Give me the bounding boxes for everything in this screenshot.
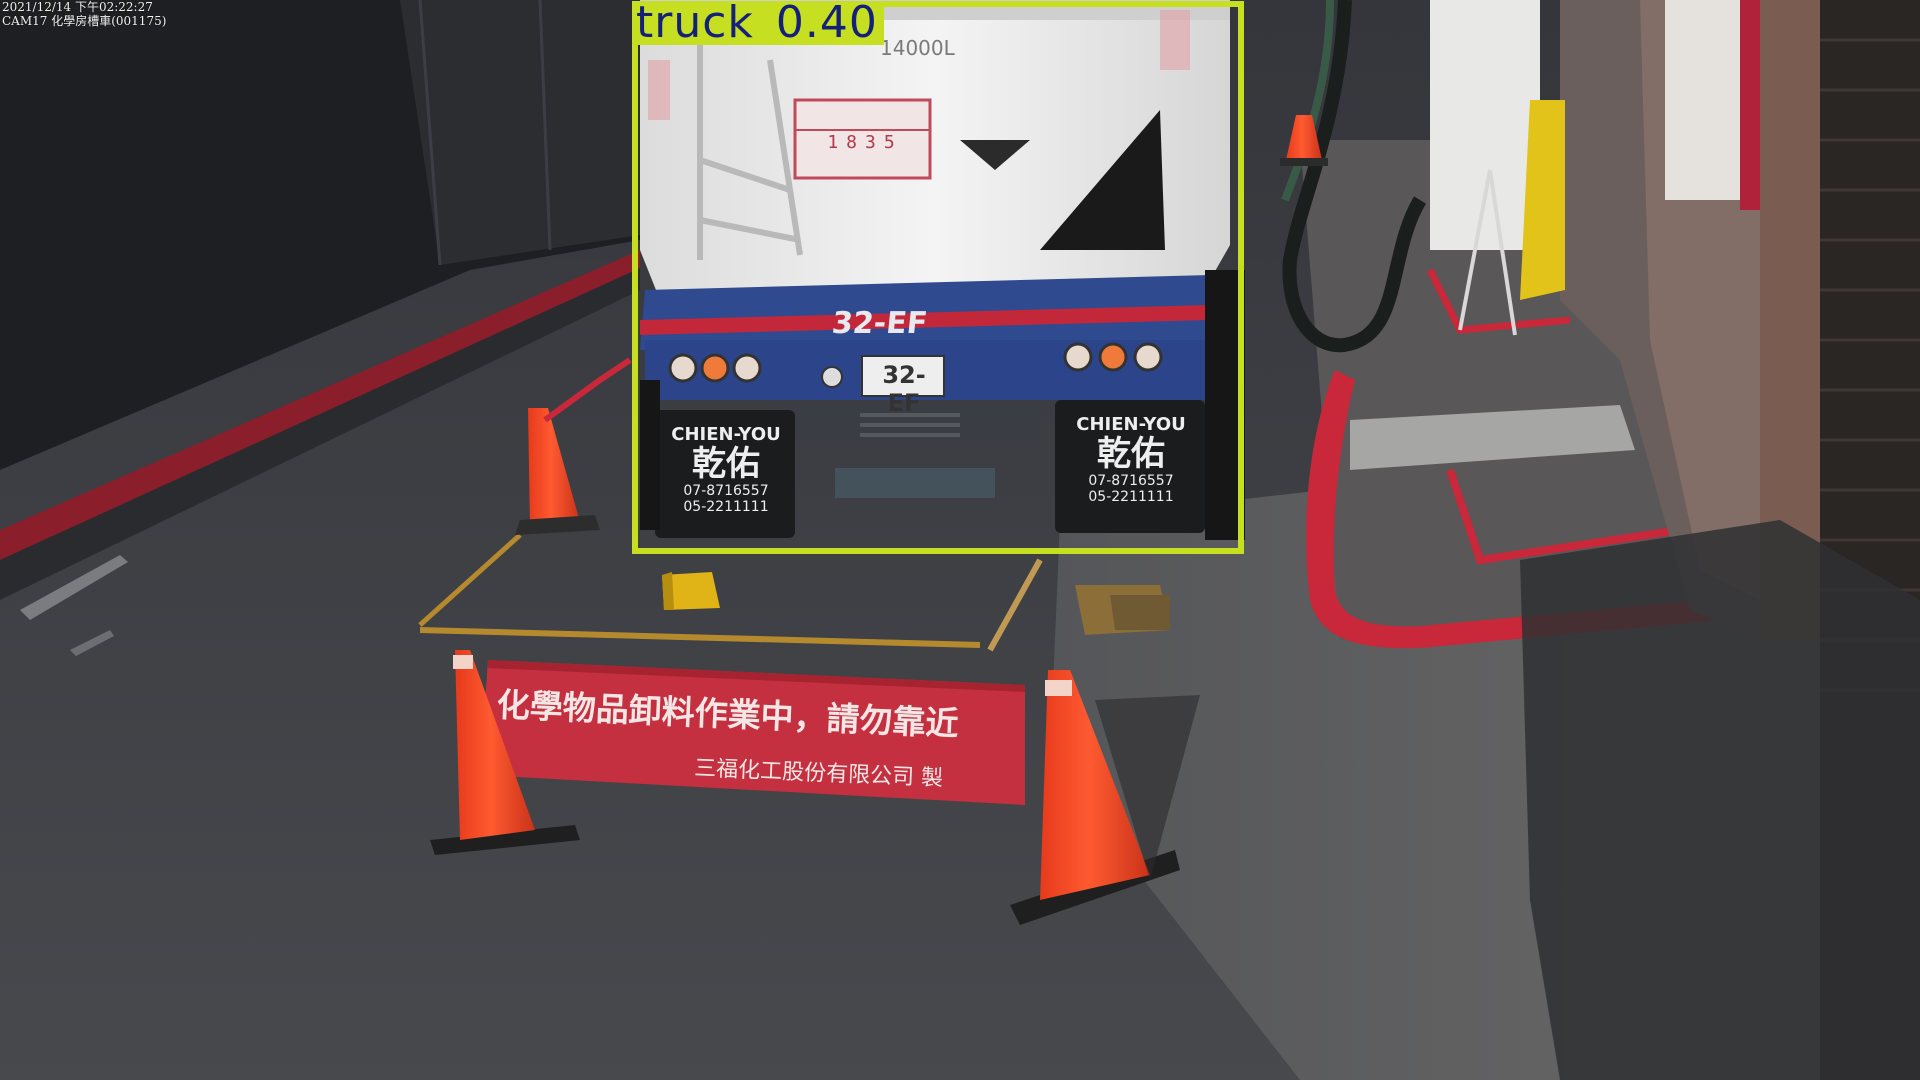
- tank-capacity-text: 14000L: [880, 36, 955, 60]
- lane-marking: [20, 555, 128, 620]
- detection-class-label: truck: [636, 0, 754, 48]
- mudflap-left: [655, 410, 795, 538]
- warning-banner: [480, 660, 1025, 805]
- mudflap-phone-2: 05-2211111: [1088, 489, 1174, 505]
- mudflap-right-text: CHIEN-YOU 乾佑 07-8716557 05-2211111: [1064, 414, 1198, 505]
- timestamp-overlay: 2021/12/14 下午02:22:27: [2, 0, 153, 14]
- hazmat-placard-bg: [793, 98, 932, 180]
- mudflap-company-en: CHIEN-YOU: [1076, 414, 1186, 435]
- camera-channel-overlay: CAM17 化學房槽車(001175): [2, 14, 167, 28]
- mudflap-phone-1: 07-8716557: [1088, 473, 1174, 489]
- detection-confidence-score: 0.40: [775, 0, 878, 48]
- mudflap-right: [1055, 400, 1205, 533]
- mudflap-phone-1: 07-8716557: [683, 483, 769, 499]
- mudflap-left-text: CHIEN-YOU 乾佑 07-8716557 05-2211111: [660, 424, 792, 515]
- hose: [1282, 0, 1427, 353]
- mudflap-company-zh: 乾佑: [1097, 434, 1165, 474]
- left-building-panels: [400, 0, 640, 265]
- traffic-cone-back-left: [528, 408, 580, 526]
- license-plate-small: 32-EF: [882, 361, 926, 417]
- notice-board: [1665, 0, 1745, 200]
- hazard-triangle: [1040, 110, 1165, 250]
- parking-line: [418, 533, 522, 627]
- detection-label: truck 0.40: [632, 1, 884, 45]
- hazmat-placard-number: 1835: [827, 132, 903, 153]
- license-plate-bg: [861, 355, 945, 397]
- mudflap-company-zh: 乾佑: [692, 444, 760, 484]
- mudflap-company-en: CHIEN-YOU: [671, 424, 781, 445]
- railing-shadow: [1520, 520, 1920, 1080]
- traffic-cone-front-left: [430, 650, 580, 855]
- rear-lights: [668, 342, 1163, 388]
- wheel-chock-left: [662, 572, 720, 610]
- left-red-curb: [0, 250, 640, 560]
- traffic-cone-front-right: [1010, 670, 1180, 925]
- detection-bounding-box: [632, 1, 1244, 554]
- mudflap-phone-2: 05-2211111: [683, 499, 769, 515]
